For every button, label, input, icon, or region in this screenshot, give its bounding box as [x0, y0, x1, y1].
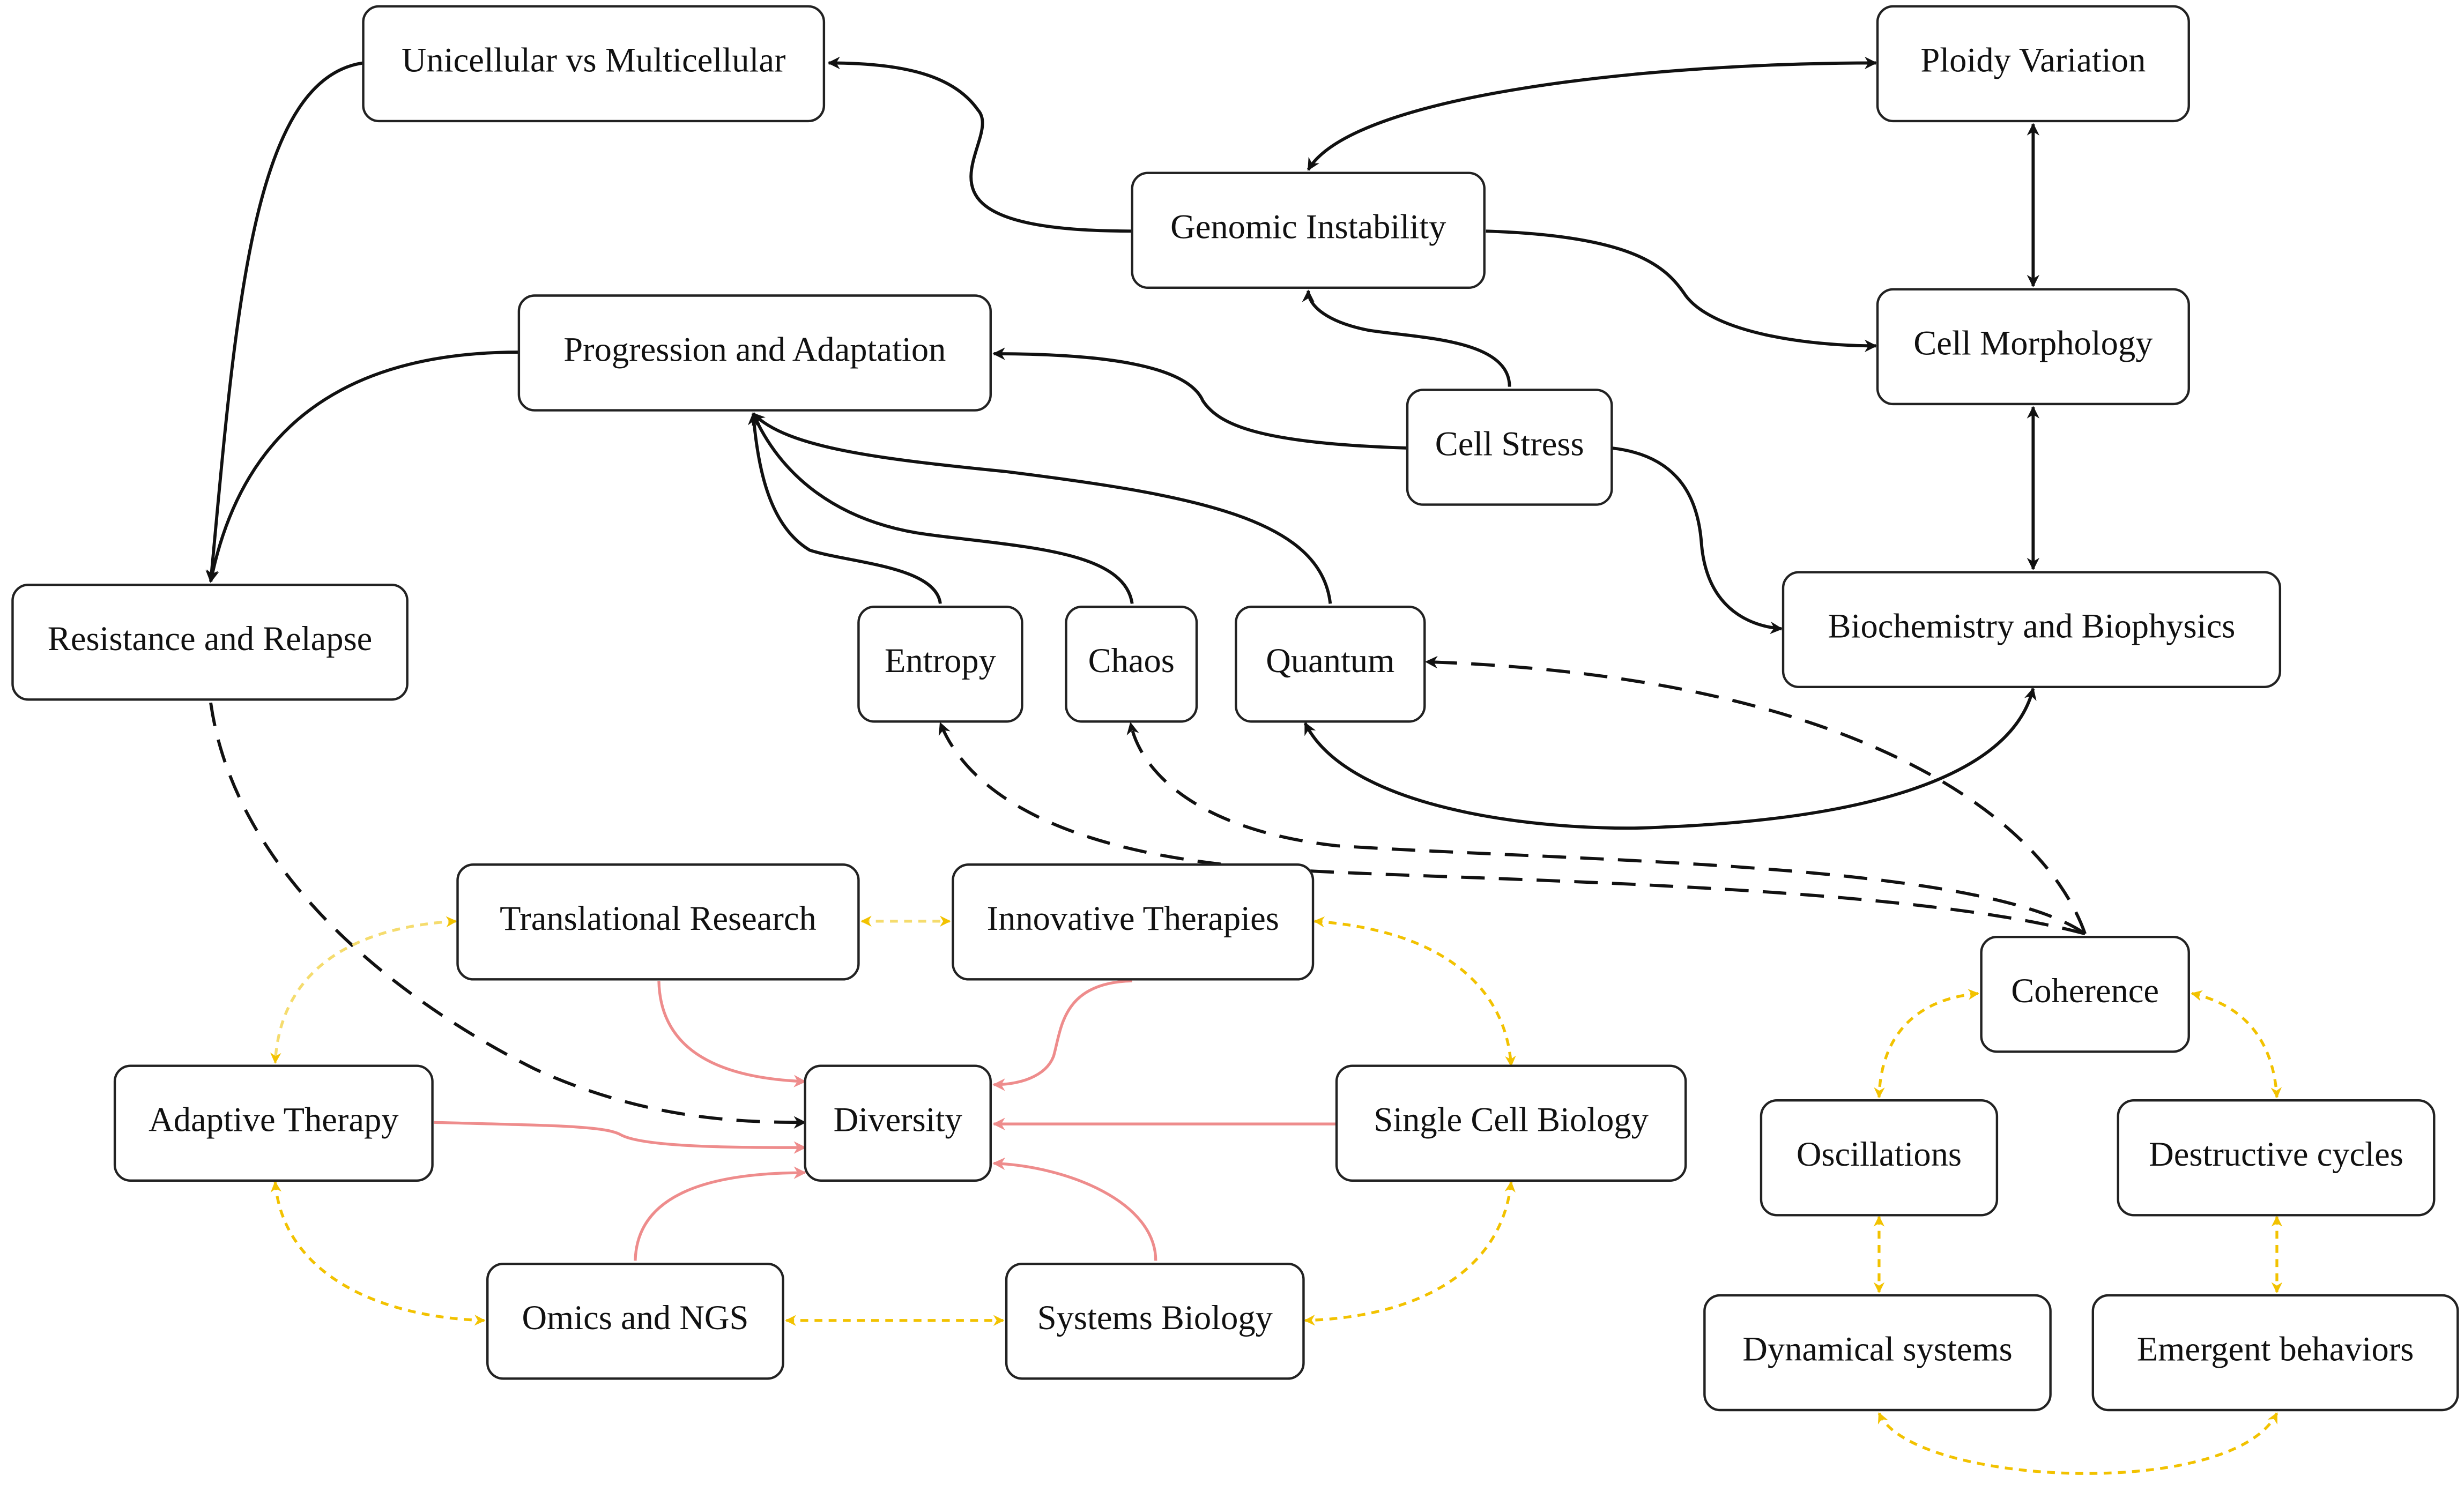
node-label: Quantum	[1266, 642, 1394, 680]
edge-ploidy-genomic	[1307, 56, 1877, 171]
node-adaptive[interactable]: Adaptive Therapy	[113, 1064, 434, 1182]
node-emergent[interactable]: Emergent behaviors	[2091, 1294, 2459, 1412]
node-coherence[interactable]: Coherence	[1980, 935, 2190, 1053]
node-translational[interactable]: Translational Research	[456, 863, 860, 981]
edge-coherence-to-entropy	[938, 722, 2086, 936]
node-singlecell[interactable]: Single Cell Biology	[1335, 1064, 1687, 1182]
node-label: Unicellular vs Multicellular	[402, 41, 786, 79]
node-quantum[interactable]: Quantum	[1235, 606, 1426, 723]
node-label: Cell Morphology	[1913, 324, 2153, 362]
edge-quantum-biochem	[1303, 687, 2037, 830]
node-morphology[interactable]: Cell Morphology	[1876, 288, 2190, 406]
node-progression[interactable]: Progression and Adaptation	[517, 294, 992, 412]
edge-singlecell-systems	[1304, 1181, 1516, 1326]
node-label: Dynamical systems	[1742, 1330, 2012, 1368]
node-label: Systems Biology	[1037, 1299, 1273, 1337]
node-diversity[interactable]: Diversity	[804, 1064, 992, 1182]
edge-chaos-to-progression	[752, 412, 1134, 604]
edge-genomic-to-unicellular	[827, 56, 1132, 233]
node-dynamical[interactable]: Dynamical systems	[1703, 1294, 2052, 1412]
edge-omics-to-diversity	[634, 1166, 807, 1261]
edge-resistance-to-diversity	[209, 702, 807, 1129]
edge-systems-to-diversity	[992, 1157, 1157, 1261]
edge-genomic-to-morphology	[1486, 229, 1877, 353]
node-label: Oscillations	[1797, 1135, 1962, 1173]
node-label: Ploidy Variation	[1920, 41, 2146, 79]
edge-innovative-to-diversity	[992, 979, 1132, 1091]
node-stress[interactable]: Cell Stress	[1406, 389, 1613, 506]
edge-progression-to-resistance	[206, 351, 519, 583]
node-ploidy[interactable]: Ploidy Variation	[1876, 5, 2190, 123]
edge-innovative-singlecell	[1313, 916, 1516, 1067]
node-innovative[interactable]: Innovative Therapies	[952, 863, 1315, 981]
node-omics[interactable]: Omics and NGS	[486, 1263, 784, 1380]
node-label: Coherence	[2011, 972, 2159, 1010]
node-genomic[interactable]: Genomic Instability	[1131, 172, 1486, 289]
edge-dynamical-emergent	[1877, 1412, 2279, 1475]
node-unicellular[interactable]: Unicellular vs Multicellular	[362, 5, 826, 123]
edge-quantum-to-progression	[752, 412, 1332, 604]
node-label: Single Cell Biology	[1374, 1101, 1649, 1139]
edge-stress-to-biochem	[1611, 446, 1783, 635]
edge-coherence-to-chaos	[1126, 721, 2086, 935]
node-label: Omics and NGS	[522, 1299, 748, 1337]
node-chaos[interactable]: Chaos	[1065, 606, 1198, 723]
node-entropy[interactable]: Entropy	[857, 606, 1023, 723]
node-label: Entropy	[885, 642, 996, 680]
edge-translational-adaptive	[270, 916, 457, 1064]
node-label: Cell Stress	[1435, 424, 1584, 463]
edge-coherence-oscillations	[1874, 989, 1979, 1099]
node-label: Diversity	[834, 1101, 962, 1139]
edge-translational-to-diversity	[657, 981, 807, 1087]
node-label: Genomic Instability	[1170, 208, 1446, 246]
node-label: Translational Research	[500, 899, 817, 937]
node-label: Biochemistry and Biophysics	[1828, 607, 2236, 645]
node-systems[interactable]: Systems Biology	[1005, 1263, 1305, 1380]
edge-stress-to-genomic	[1302, 289, 1511, 387]
node-label: Destructive cycles	[2149, 1135, 2403, 1173]
node-resistance[interactable]: Resistance and Relapse	[11, 583, 409, 701]
node-label: Emergent behaviors	[2137, 1330, 2414, 1368]
edge-adaptive-omics	[270, 1181, 486, 1326]
edge-coherence-destructive	[2191, 990, 2282, 1099]
node-destructive[interactable]: Destructive cycles	[2117, 1099, 2436, 1217]
edge-coherence-to-quantum	[1424, 655, 2087, 935]
node-label: Adaptive Therapy	[149, 1101, 398, 1139]
edge-adaptive-to-diversity	[434, 1121, 807, 1154]
edge-unicellular-to-resistance	[205, 61, 363, 583]
node-label: Progression and Adaptation	[563, 330, 946, 368]
node-label: Chaos	[1088, 642, 1175, 680]
node-biochem[interactable]: Biochemistry and Biophysics	[1782, 571, 2282, 689]
node-label: Innovative Therapies	[987, 899, 1279, 937]
node-oscillations[interactable]: Oscillations	[1760, 1099, 1999, 1217]
edge-entropy-to-progression	[747, 412, 942, 604]
edge-stress-to-progression	[992, 347, 1408, 450]
node-label: Resistance and Relapse	[48, 620, 373, 658]
